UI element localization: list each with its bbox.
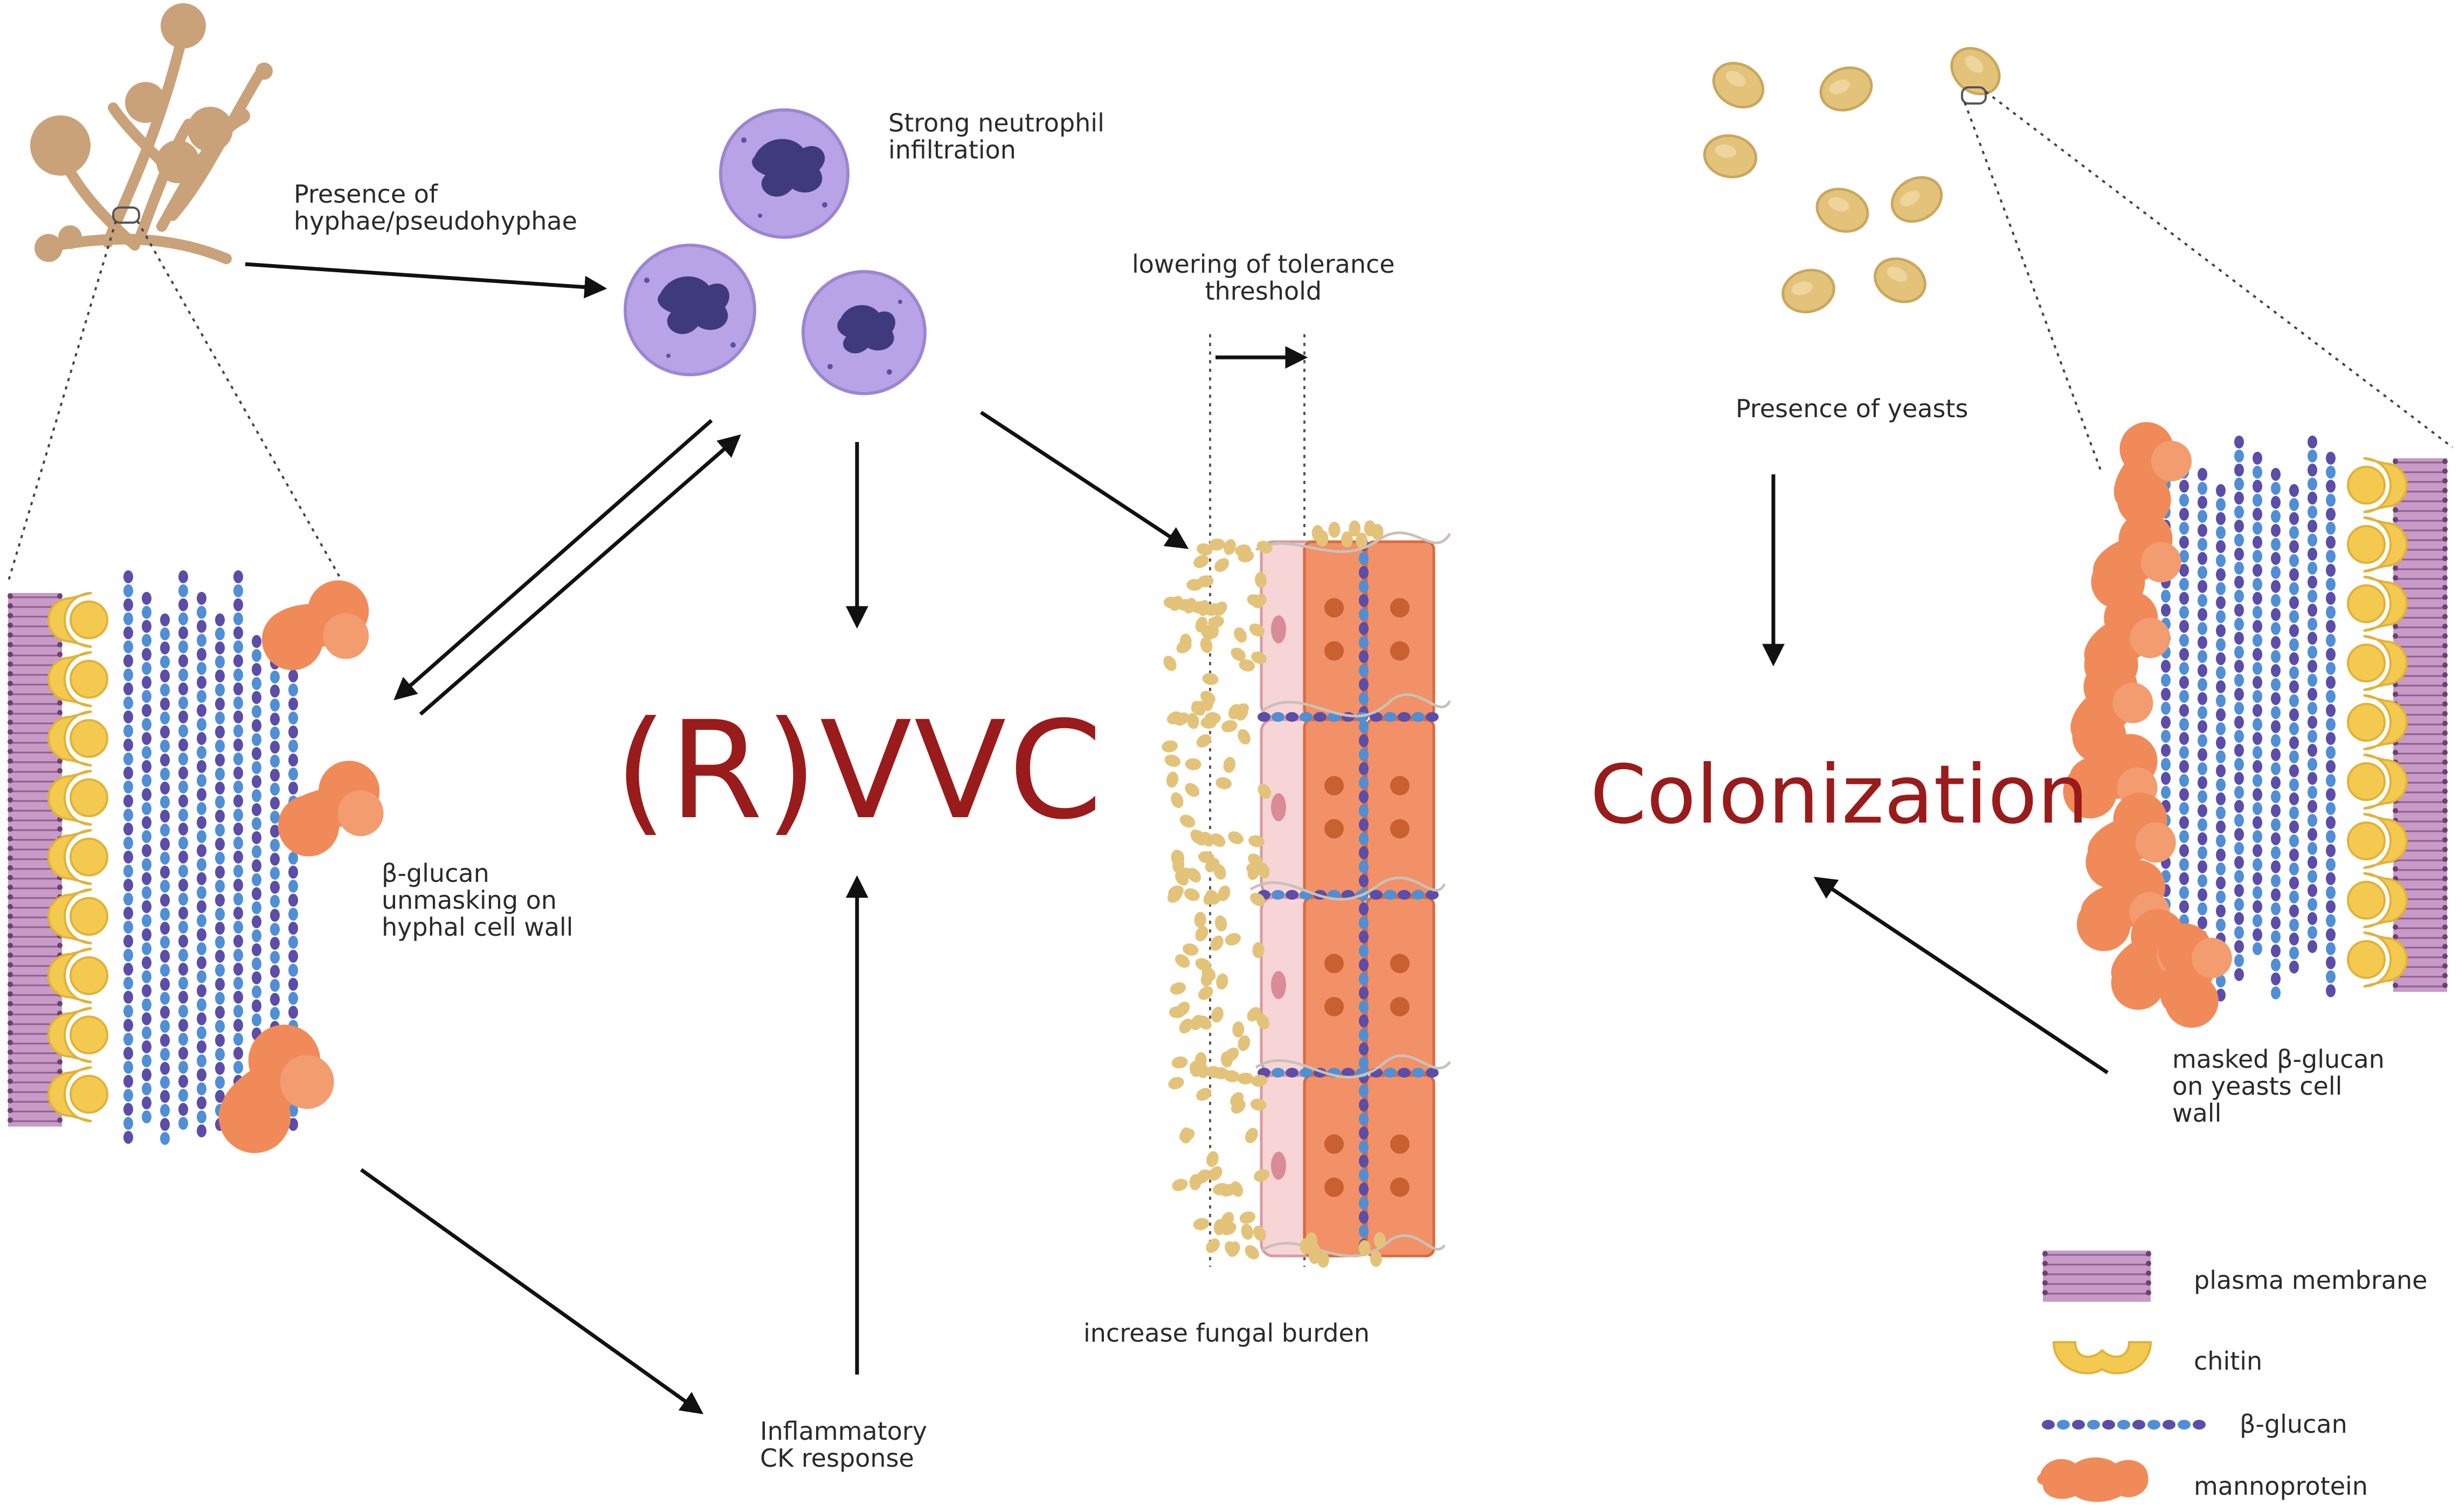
vaginal-epithelium-illustration — [1162, 334, 1452, 1268]
yeast-cell-wall-illustration — [2063, 422, 2448, 1028]
plasma-membrane-icon — [2042, 1251, 2151, 1302]
zoom-lines-left — [7, 220, 341, 583]
hyphae-icon — [30, 3, 273, 264]
arrow-hyphae-to-neutrophils — [245, 262, 607, 299]
arrow-wall-to-inflammatory — [360, 1168, 704, 1414]
legend-label-mannoprotein: mannoprotein — [2194, 1472, 2368, 1501]
neutrophil-cells — [624, 108, 927, 395]
arrow-neutrophils-to-epithelium — [980, 411, 1189, 549]
outcome-rvvc: (R)VVC — [614, 692, 1105, 849]
legend-label-plasma-membrane: plasma membrane — [2194, 1266, 2428, 1295]
neutrophil-icon — [719, 108, 849, 239]
neutrophil-icon — [624, 244, 756, 376]
chitin-icon — [2052, 1341, 2152, 1375]
label-increase-fungal-burden: increase fungal burden — [1083, 1318, 1370, 1348]
beta-glucan-icon — [2042, 1420, 2206, 1430]
legend — [2037, 1251, 2206, 1502]
hyphal-cell-wall-illustration — [8, 570, 384, 1154]
legend-label-chitin: chitin — [2194, 1347, 2263, 1376]
label-presence-of-yeasts: Presence of yeasts — [1736, 394, 1968, 423]
arrow-wall-to-neutrophils — [419, 434, 741, 716]
outcome-colonization: Colonization — [1590, 748, 2089, 842]
mannoprotein-icon — [2037, 1457, 2149, 1502]
arrow-neutrophils-to-wall — [393, 419, 713, 701]
neutrophil-icon — [802, 270, 927, 395]
legend-label-beta-glucan: β-glucan — [2240, 1410, 2347, 1439]
zoom-lines-right — [1964, 91, 2454, 475]
zoom-box-right — [1961, 86, 1987, 105]
arrow-masked-to-colonization — [1813, 876, 2109, 1074]
yeast-cells-icon — [1703, 47, 2001, 314]
